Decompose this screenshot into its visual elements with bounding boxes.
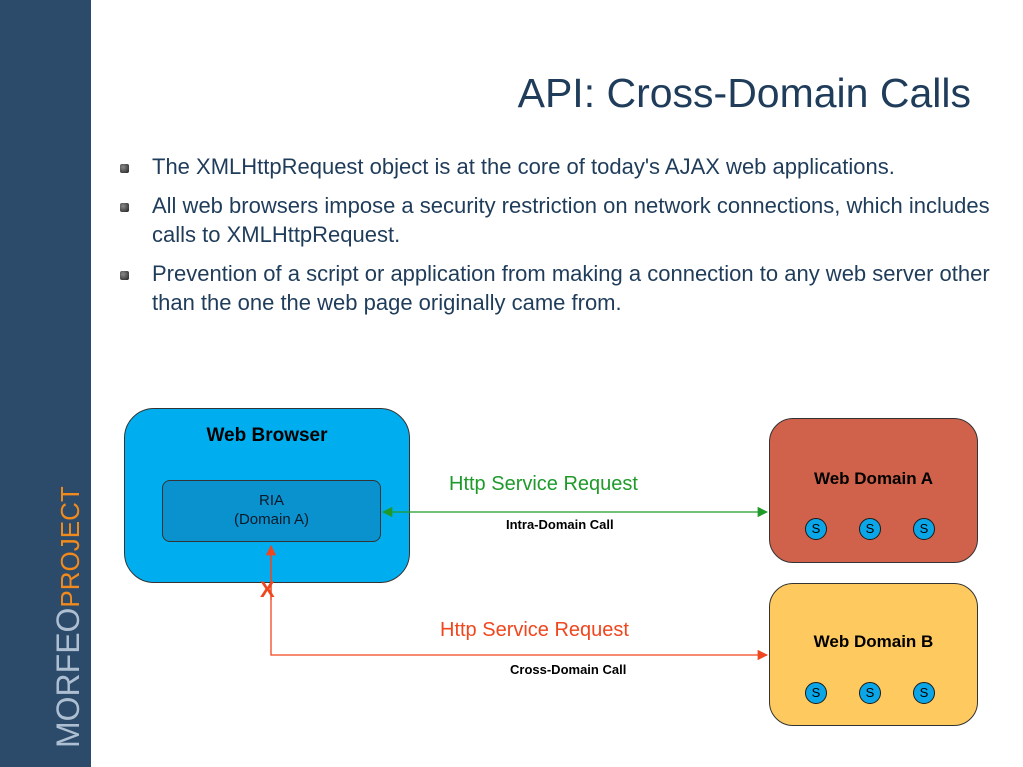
ria-label: RIA [258,492,284,509]
sidebar: MORFEOPROJECT [0,0,91,767]
bullet-icon [120,271,129,280]
bullet-list: The XMLHttpRequest object is at the core… [118,152,998,327]
bullet-icon [120,203,129,212]
ria-domain-label: (Domain A) [233,511,310,528]
ria-box: RIA (Domain A) [162,480,381,542]
bullet-text: The XMLHttpRequest object is at the core… [152,154,895,179]
slide-title: API: Cross-Domain Calls [517,70,971,116]
web-domain-b-title: Web Domain B [813,632,934,651]
cross-call-label: Cross-Domain Call [510,662,627,677]
cross-request-label: Http Service Request [440,619,629,641]
service-node: S [805,682,827,704]
bullet-item: The XMLHttpRequest object is at the core… [118,152,998,181]
bullet-text: All web browsers impose a security restr… [152,193,990,247]
bullet-item: Prevention of a script or application fr… [118,259,998,317]
web-domain-a-title: Web Domain A [813,469,933,488]
service-node: S [805,518,827,540]
web-domain-a-box: Web Domain A S S S [769,418,978,563]
bullet-text: Prevention of a script or application fr… [152,261,990,315]
intra-request-label: Http Service Request [449,473,638,495]
service-node: S [859,682,881,704]
bullet-item: All web browsers impose a security restr… [118,191,998,249]
service-node: S [913,682,935,704]
intra-call-label: Intra-Domain Call [506,517,614,532]
web-domain-b-box: Web Domain B S S S [769,583,978,726]
service-node: S [913,518,935,540]
blocked-x-mark: X [260,577,275,602]
web-browser-title: Web Browser [206,425,328,446]
service-node: S [859,518,881,540]
bullet-icon [120,164,129,173]
